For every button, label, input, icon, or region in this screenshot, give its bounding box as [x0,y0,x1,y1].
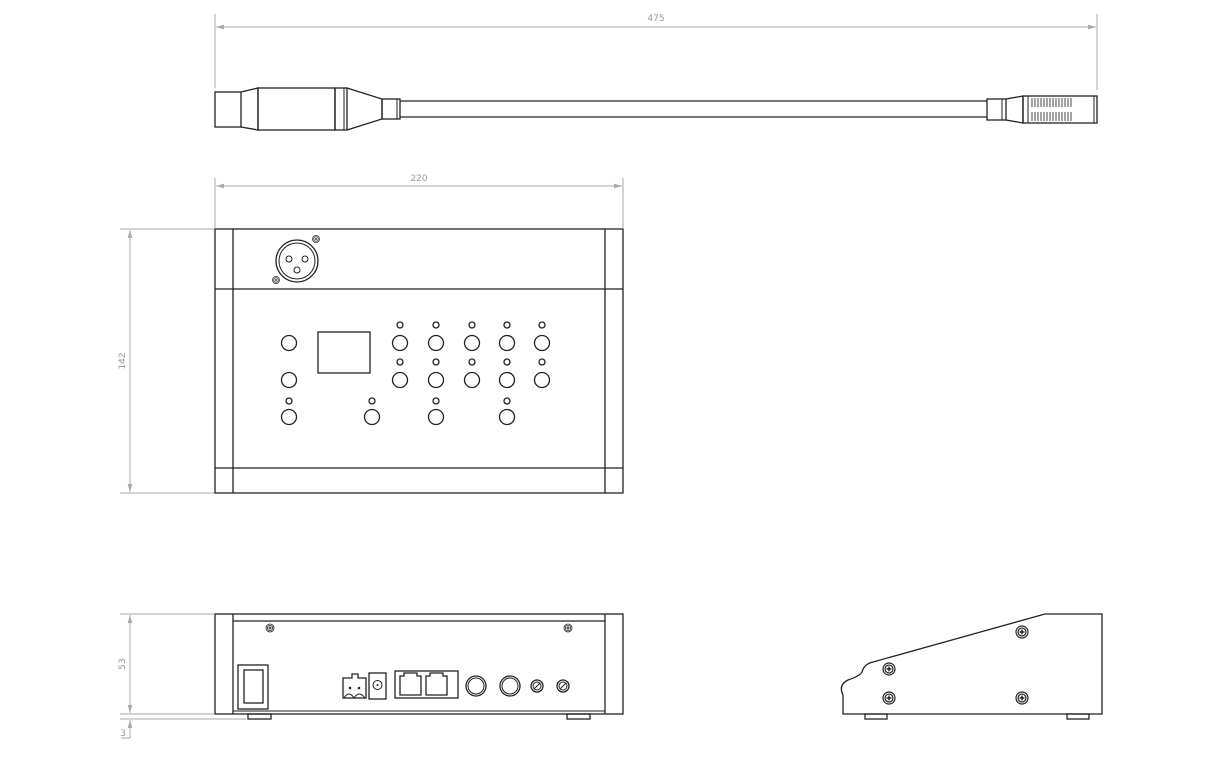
screw-icon [563,623,573,633]
svg-text:3: 3 [120,729,126,739]
led-indicator [396,358,404,366]
led-indicator [468,321,476,329]
foot [566,713,591,720]
led-indicator [432,358,440,366]
panel-button [363,408,381,426]
panel-button [280,371,298,389]
svg-text:53: 53 [118,658,128,669]
svg-text:142: 142 [118,352,128,369]
panel-button [498,371,516,389]
xlr-connector [272,235,320,284]
dimension-height: 53 3 [118,613,246,739]
led-indicator [538,358,546,366]
panel-button [533,334,551,352]
led-indicator [503,397,511,405]
panel-button [391,334,409,352]
panel-button [463,334,481,352]
panel-button [498,334,516,352]
dimension-depth: 142 [118,228,214,494]
button-grid [280,321,551,426]
svg-text:220: 220 [410,174,427,184]
dc-jack [368,672,387,700]
foot [864,713,888,720]
panel-button [280,408,298,426]
led-indicator [432,397,440,405]
round-jack [465,675,487,697]
panel-button [498,408,516,426]
led-indicator [432,321,440,329]
screw-icon [882,662,896,676]
panel-button [427,371,445,389]
dimension-label: 475 [647,14,664,24]
panel-button [280,334,298,352]
rj45-ports [394,670,459,699]
terminal-block [342,673,367,699]
microphone-grille [1031,98,1072,121]
led-indicator [285,397,293,405]
panel-button [391,371,409,389]
panel-button [533,371,551,389]
screw-icon [882,691,896,705]
rear-view [214,613,624,720]
led-indicator [503,321,511,329]
led-indicator [368,397,376,405]
display-screen [317,331,371,374]
led-indicator [396,321,404,329]
foot [247,713,272,720]
trim-pot [530,679,544,693]
panel-button [463,371,481,389]
power-switch [237,664,269,710]
round-jack [499,675,521,697]
screw-icon [1015,625,1029,639]
dimension-width: 220 [214,174,624,228]
led-indicator [503,358,511,366]
trim-pot [556,679,570,693]
screw-icon [1015,691,1029,705]
panel-button [427,334,445,352]
foot [1066,713,1090,720]
dimension-cable-length: 475 [214,14,1098,90]
led-indicator [468,358,476,366]
led-indicator [538,321,546,329]
screw-icon [265,623,275,633]
side-view [840,613,1103,720]
panel-button [427,408,445,426]
top-view [214,228,624,494]
gooseneck-microphone [214,87,1098,131]
